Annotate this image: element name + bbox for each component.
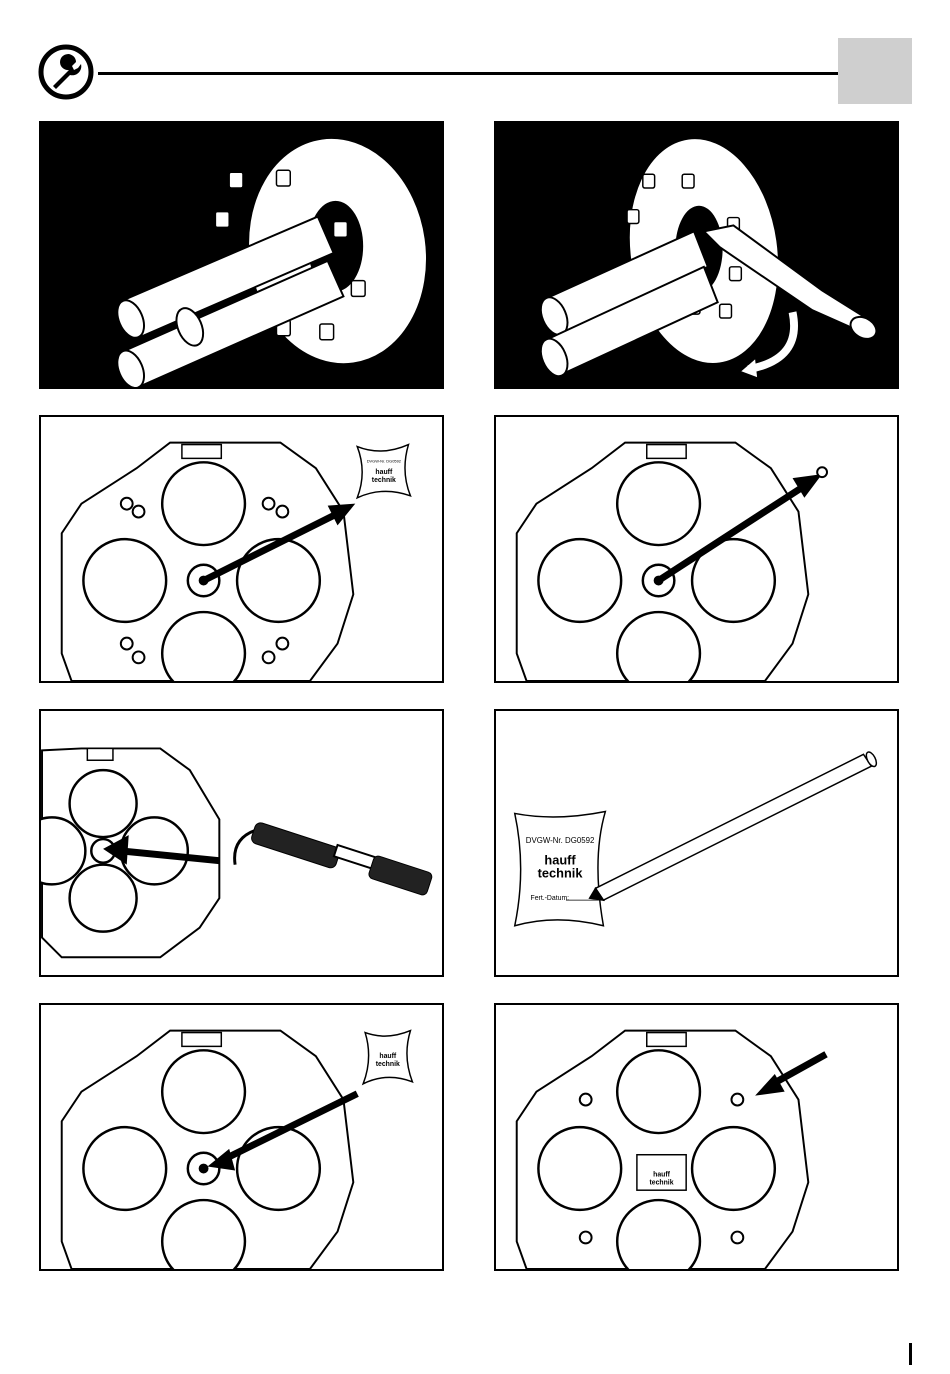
page-marker (909, 1343, 912, 1365)
label-brand-top-applied: hauff (653, 1171, 671, 1178)
label-date-field: Fert.-Datum: (531, 895, 570, 902)
label-brand-top: hauff (375, 469, 393, 476)
step-4-panel (494, 415, 899, 683)
step-2-panel (494, 121, 899, 389)
step-3-panel: DVGW-Nr. DG0592 hauff technik (39, 415, 444, 683)
label-brand-bottom-small: technik (376, 1061, 400, 1068)
step-5-panel (39, 709, 444, 977)
label-line1: DVGW-Nr. DG0592 (367, 458, 401, 463)
step-7-panel: hauff technik (39, 1003, 444, 1271)
label-brand-bottom-large: technik (538, 865, 584, 880)
header-rule (98, 72, 838, 75)
step-6-panel: DVGW-Nr. DG0592 hauff technik Fert.-Datu… (494, 709, 899, 977)
step-1-panel (39, 121, 444, 389)
label-brand-top-small: hauff (379, 1053, 397, 1060)
label-brand-bottom: technik (372, 477, 396, 484)
label-brand-bottom-applied: technik (649, 1179, 673, 1186)
language-tab (838, 38, 912, 104)
step-8-panel: hauff technik (494, 1003, 899, 1271)
label-line1-large: DVGW-Nr. DG0592 (526, 836, 595, 845)
wrench-icon (36, 42, 96, 102)
